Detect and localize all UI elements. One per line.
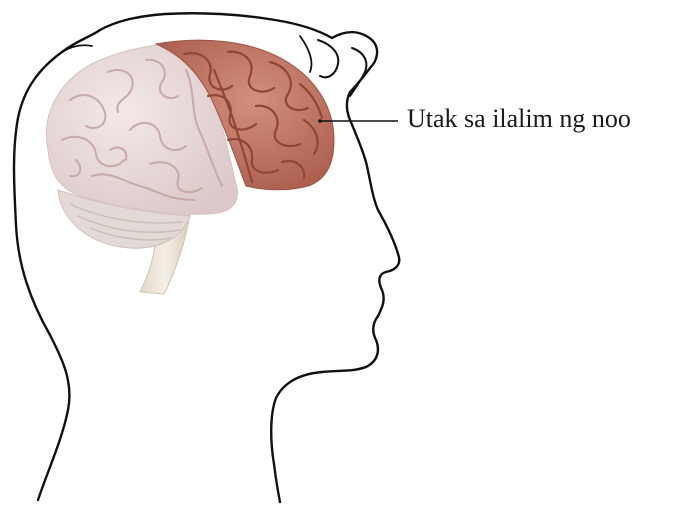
hairline-detail	[318, 40, 338, 77]
callout-anchor-dot	[318, 119, 322, 123]
hairline-detail-3	[300, 36, 312, 72]
callout-label: Utak sa ilalim ng noo	[407, 104, 631, 134]
hairline-detail-4	[62, 45, 92, 52]
